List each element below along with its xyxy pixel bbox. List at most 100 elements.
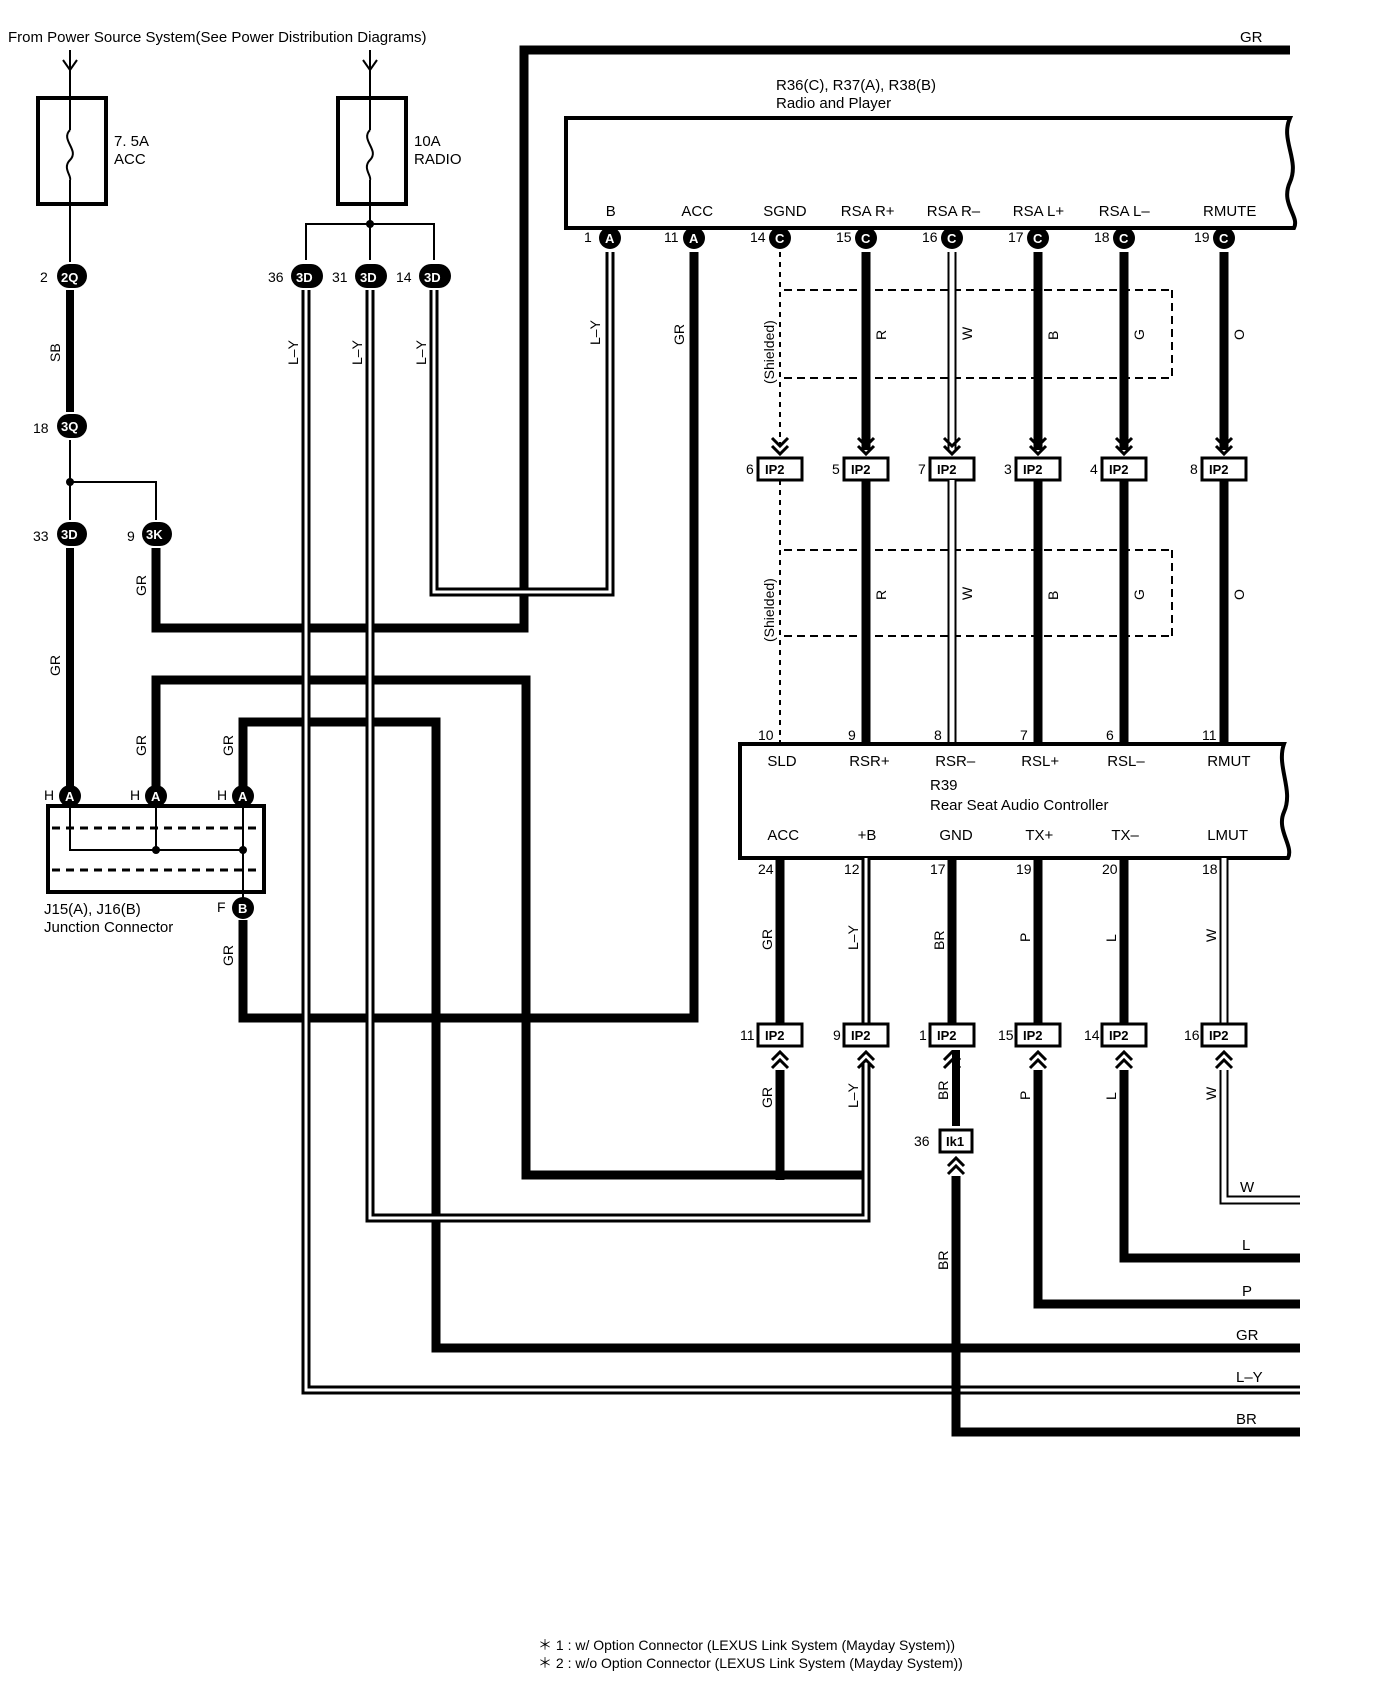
wire-gr-jb	[238, 252, 699, 1023]
svg-text:H: H	[217, 787, 227, 803]
footnote-1: ＊ 1 : w/ Option Connector (LEXUS Link Sy…	[538, 1637, 955, 1653]
connector-3k: 9 3K	[127, 522, 172, 546]
wire-color-label: G	[1131, 589, 1147, 600]
wire-color-label: G	[1131, 329, 1147, 340]
wire-color-label: W	[959, 326, 975, 340]
ip2-connector-label: IP2	[1209, 462, 1229, 477]
controller-bottom-pin: 24	[758, 861, 774, 877]
wire-ly-36	[301, 290, 1300, 1395]
radio-terminal-conn: C	[1119, 231, 1129, 246]
wire-label-ly-31: L–Y	[349, 339, 365, 365]
svg-text:A: A	[65, 789, 75, 804]
radio-terminal-pin: 19	[1194, 229, 1210, 245]
radio-terminal-pin: 14	[750, 229, 766, 245]
wire-color-label: GR	[759, 929, 775, 950]
radio-terminal-conn: A	[605, 231, 615, 246]
wire-color-label: L	[1103, 934, 1119, 942]
radio-terminal-label: RMUTE	[1203, 203, 1256, 220]
ip2-connector-pin: 15	[998, 1027, 1014, 1043]
wire-color-label: W	[959, 586, 975, 600]
ip2-connector-pin: 7	[918, 461, 926, 477]
connector-3d-33: 33 3D	[33, 522, 87, 546]
radio-terminal-label: SGND	[763, 203, 807, 220]
connector-arrow	[1028, 444, 1048, 457]
svg-text:B: B	[238, 901, 247, 916]
ip2-connector-label: IP2	[851, 1028, 871, 1043]
source-note: From Power Source System(See Power Distr…	[8, 29, 426, 46]
wire-color-label: W	[1203, 1086, 1219, 1100]
wire-color-label: R	[873, 330, 889, 340]
svg-text:3K: 3K	[146, 527, 163, 542]
controller-top-label: SLD	[767, 753, 796, 770]
connector-arrow	[1028, 436, 1048, 449]
controller-bottom-pin: 12	[844, 861, 860, 877]
radio-id: R36(C), R37(A), R38(B)	[776, 77, 936, 94]
radio-terminal-conn: C	[861, 231, 871, 246]
connector-arrow	[770, 1049, 790, 1062]
wire-gr-j3	[238, 717, 1300, 1353]
ip2-connector-pin: 16	[1184, 1027, 1200, 1043]
ip2-connector-label: IP2	[765, 462, 785, 477]
wire-color-label: L	[1103, 1092, 1119, 1100]
svg-text:H: H	[130, 787, 140, 803]
svg-text:3Q: 3Q	[61, 419, 78, 434]
ip2-connector-pin: 5	[832, 461, 840, 477]
ip2-connector-label: IP2	[937, 1028, 957, 1043]
controller-top-label: RSL+	[1021, 753, 1059, 770]
radio-terminal-pin: 17	[1008, 229, 1024, 245]
ip2-connector-pin: 14	[1084, 1027, 1100, 1043]
ip2-connector	[842, 1022, 890, 1048]
wire-color-label: BR	[931, 931, 947, 950]
wire-color-label: B	[1045, 331, 1061, 340]
controller-name: Rear Seat Audio Controller	[930, 797, 1108, 814]
ip2-connector-label: IP2	[851, 462, 871, 477]
connector-arrow	[856, 444, 876, 457]
controller-top-label: RSL–	[1107, 753, 1145, 770]
wire-color-label: W	[1203, 928, 1219, 942]
connector-arrow	[1028, 1049, 1048, 1062]
exit-wire	[1219, 1070, 1300, 1205]
controller-top-pin: 7	[1020, 727, 1028, 743]
radio-terminal-pin: 16	[922, 229, 938, 245]
radio-terminal-label: RSA R+	[841, 203, 895, 220]
wire-label-br-ik1-below: BR	[935, 1251, 951, 1270]
wire-label-ly-14: L–Y	[413, 339, 429, 365]
wire-color-label: O	[1231, 329, 1247, 340]
controller-top-pin: 6	[1106, 727, 1114, 743]
exit-label: GR	[1236, 1327, 1259, 1344]
radio-terminal-label: ACC	[681, 203, 713, 220]
radio-terminal-label: RSA R–	[927, 203, 981, 220]
ip2-connector-pin: 1	[919, 1027, 927, 1043]
radio-terminal-connector	[599, 227, 621, 249]
svg-text:14: 14	[396, 269, 412, 285]
exit-label: GR	[1240, 29, 1263, 46]
wire-label-br-ik1: BR	[935, 1081, 951, 1100]
svg-text:3D: 3D	[360, 270, 377, 285]
radio-terminal-conn: C	[1219, 231, 1229, 246]
fuse-radio-rating: 10A	[414, 133, 441, 150]
shielded-label-upper: (Shielded)	[761, 320, 777, 384]
radio-unit: R36(C), R37(A), R38(B) Radio and Player	[564, 77, 1298, 230]
radio-terminal-pin: 11	[664, 229, 679, 245]
connector-arrow	[1214, 444, 1234, 457]
ip2-connector	[1014, 1022, 1062, 1048]
exit-label: L–Y	[1236, 1369, 1263, 1386]
junction-name: Junction Connector	[44, 919, 173, 936]
wire-color-label: R	[873, 590, 889, 600]
wire-label-gr-left: GR	[47, 655, 63, 676]
radio-terminal-connector	[1213, 227, 1235, 249]
rear-seat-controller: R39 Rear Seat Audio Controller	[738, 742, 1292, 860]
ip2-connector-label: IP2	[1109, 462, 1129, 477]
ip2-connector-label: IP2	[1209, 1028, 1229, 1043]
ip2-connector	[928, 1022, 976, 1048]
connector-arrow	[1114, 1057, 1134, 1070]
connector-arrow	[942, 444, 962, 457]
svg-text:33: 33	[33, 528, 49, 544]
fuse-radio-name: RADIO	[414, 151, 462, 168]
wire-color-label: P	[1017, 933, 1033, 942]
svg-text:2Q: 2Q	[61, 270, 78, 285]
connector-arrow	[1214, 436, 1234, 449]
connector-3d-36: 36 3D	[268, 264, 323, 288]
